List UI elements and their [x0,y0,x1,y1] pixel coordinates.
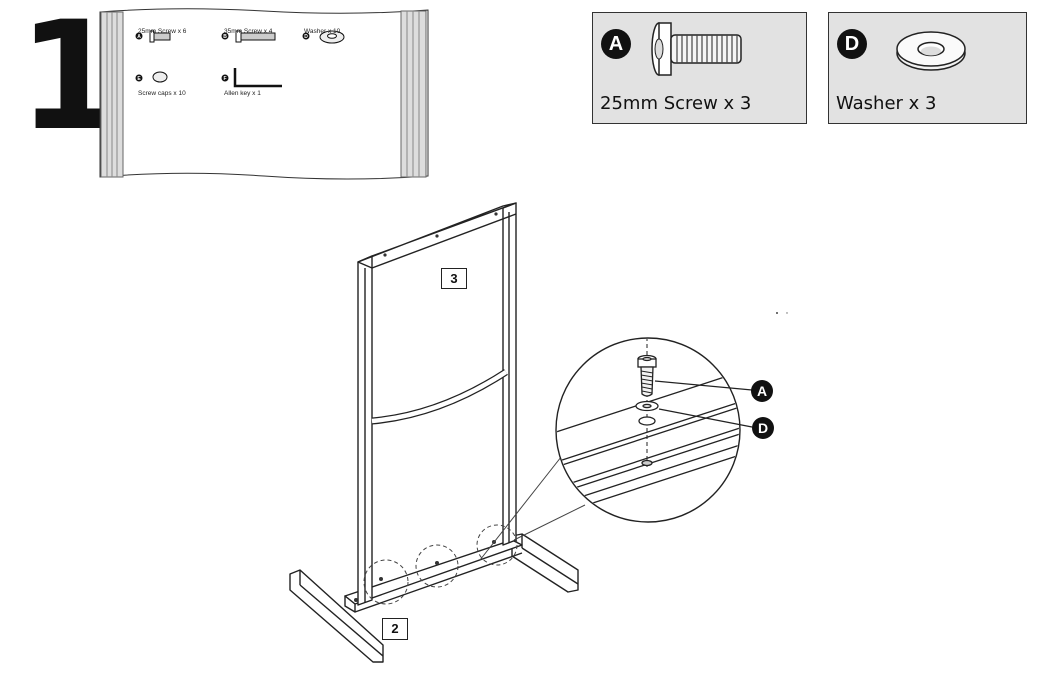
callout-screw-a: A 25mm Screw x 3 [592,12,807,124]
bag-item-a-label: 25mm Screw x 6 [138,28,187,35]
parts-bag-illustration [99,8,429,180]
bag-allen-key-icon [221,68,282,88]
bag-item-d-label: Washer x 10 [304,28,341,35]
detail-badge-washer: D [752,417,774,439]
detail-magnifier [555,337,753,523]
washer-icon [896,31,966,71]
bag-screw-cap-icon [135,71,168,83]
callout-a-badge: A [601,29,631,59]
bag-screw-b-icon [221,30,276,43]
callout-d-badge: D [837,29,867,59]
bag-washer-icon [302,30,345,44]
bag-screw-a-icon [135,30,171,43]
callout-d-label: Washer x 3 [836,93,937,114]
frame-3 [357,202,517,606]
base-crossbar [344,539,523,613]
base-right-foot [511,533,579,593]
part-tag-base: 2 [382,618,408,640]
base-left-foot [289,569,384,663]
bag-item-f-label: Allen key x 1 [224,90,261,97]
detail-badge-screw: A [751,380,773,402]
part-tag-frame: 3 [441,268,467,289]
screw-icon [651,22,742,76]
bag-item-b-label: 35mm Screw x 4 [224,28,273,35]
callout-washer-d: D Washer x 3 [828,12,1027,124]
bag-item-e-label: Screw caps x 10 [138,90,186,97]
callout-a-label: 25mm Screw x 3 [600,93,752,114]
